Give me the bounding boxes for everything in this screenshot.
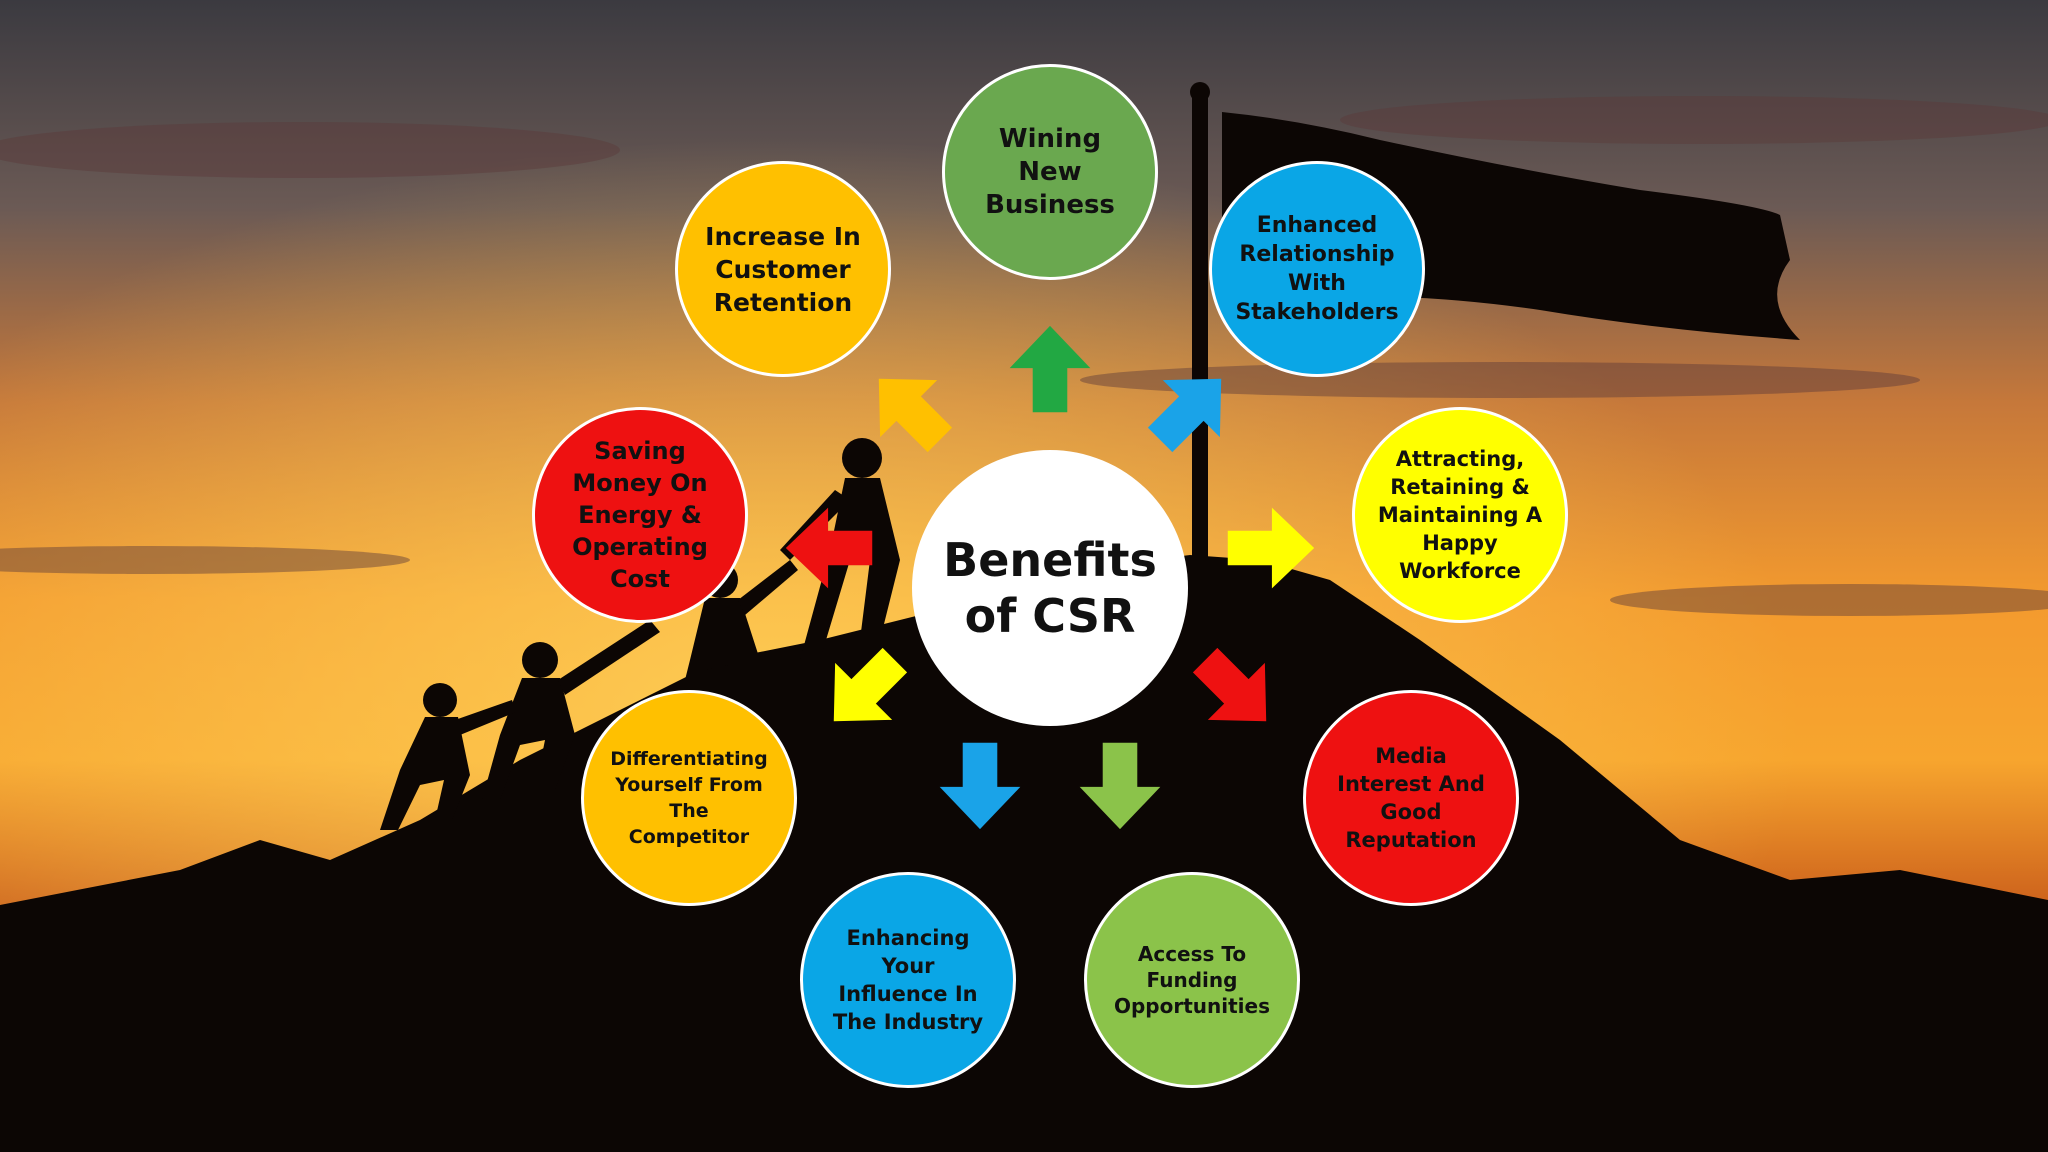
benefit-label: Increase In Customer Retention — [705, 221, 861, 317]
benefit-label: Media Interest And Good Reputation — [1337, 744, 1485, 852]
arrow-icon — [1192, 647, 1267, 722]
arrow-icon — [939, 742, 1021, 830]
benefit-label: Differentiating Yourself From The Compet… — [610, 748, 768, 848]
benefit-node-8: Saving Money On Energy & Operating Cost — [532, 407, 748, 623]
arrow-icon — [1009, 325, 1091, 413]
benefit-label: Wining New Business — [985, 123, 1115, 220]
benefit-node-5: Access To Funding Opportunities — [1084, 872, 1300, 1088]
benefit-node-6: Enhancing Your Influence In The Industry — [800, 872, 1016, 1088]
arrow-icon — [833, 647, 908, 722]
benefit-node-7: Differentiating Yourself From The Compet… — [581, 690, 797, 906]
center-circle: Benefits of CSR — [912, 450, 1188, 726]
benefit-node-3: Attracting, Retaining & Maintaining A Ha… — [1352, 407, 1568, 623]
center-title: Benefits of CSR — [943, 533, 1157, 643]
benefit-label: Enhanced Relationship With Stakeholders — [1235, 213, 1399, 325]
benefit-node-9: Increase In Customer Retention — [675, 161, 891, 377]
arrow-icon — [878, 378, 953, 453]
benefit-node-4: Media Interest And Good Reputation — [1303, 690, 1519, 906]
arrow-icon — [1079, 742, 1161, 830]
arrow-icon — [785, 507, 873, 589]
benefit-node-2: Enhanced Relationship With Stakeholders — [1209, 161, 1425, 377]
benefit-node-1: Wining New Business — [942, 64, 1158, 280]
benefit-label: Enhancing Your Influence In The Industry — [832, 926, 984, 1034]
arrow-icon — [1147, 378, 1222, 453]
benefit-label: Access To Funding Opportunities — [1113, 942, 1270, 1018]
benefit-label: Attracting, Retaining & Maintaining A Ha… — [1377, 447, 1543, 583]
arrow-icon — [1227, 507, 1315, 589]
benefit-label: Saving Money On Energy & Operating Cost — [572, 437, 708, 593]
